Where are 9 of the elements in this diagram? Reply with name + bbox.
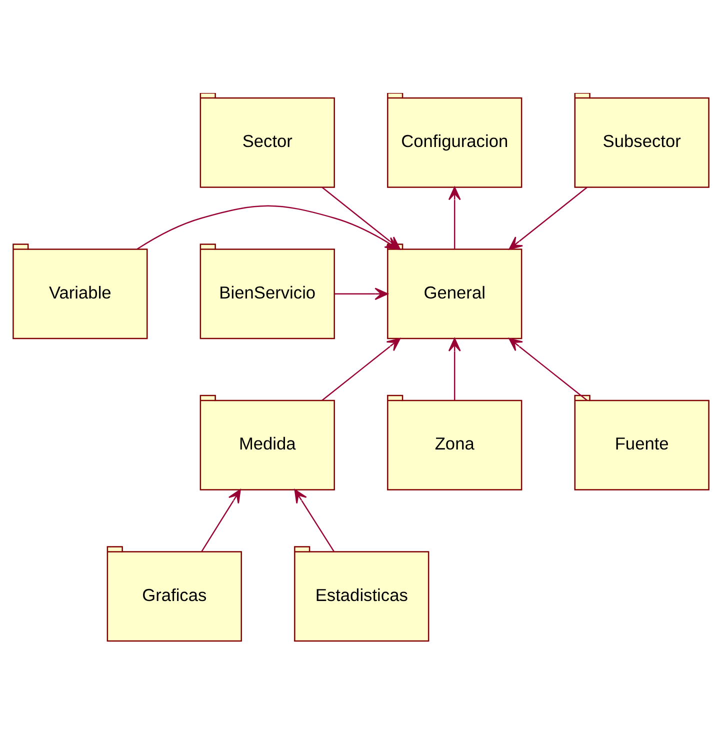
arrow	[136, 204, 399, 250]
arrow	[508, 337, 588, 400]
arrow	[322, 337, 401, 400]
arrow	[334, 287, 388, 300]
arrow	[294, 488, 334, 552]
arrow	[508, 186, 588, 250]
arrow	[448, 337, 461, 400]
arrow	[201, 488, 241, 552]
arrow	[448, 186, 461, 248]
